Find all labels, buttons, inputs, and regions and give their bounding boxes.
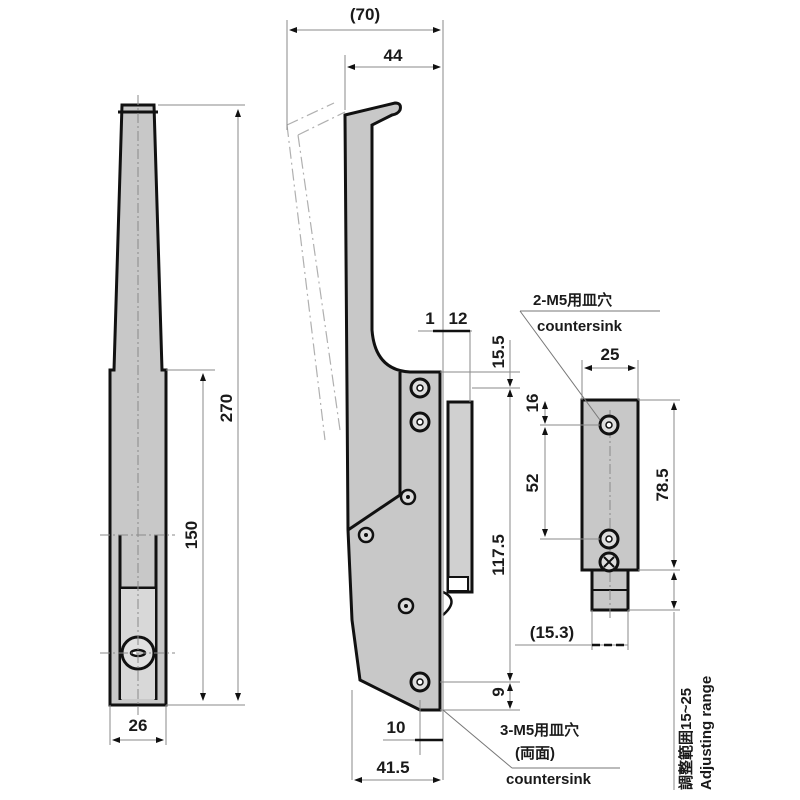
note-top-line2: countersink (537, 318, 623, 335)
phantom-open-position (286, 102, 346, 441)
adjusting-range-en: Adjusting range (698, 676, 715, 790)
dim-keeper-hole-pitch: 52 (523, 474, 542, 493)
dim-keeper-height: 78.5 (653, 468, 672, 501)
side-view: 270 150 26 (100, 95, 245, 745)
note-bottom-line2: (両面) (515, 745, 555, 762)
dim-base-offset: 10 (387, 718, 406, 737)
note-bottom-line1: 3-M5用皿穴 (500, 721, 579, 739)
dim-side-lower-height: 150 (182, 521, 201, 549)
front-handle-body (343, 101, 442, 712)
lever-link (347, 493, 401, 532)
front-keeper-nut (447, 576, 469, 592)
front-mount-holes (357, 377, 431, 693)
note-bottom-line3: countersink (506, 771, 592, 788)
front-hook (442, 590, 453, 616)
dim-keeper-offset: (15.3) (530, 623, 574, 642)
dim-handle-width: 44 (384, 46, 403, 65)
dim-mount-pitch: 117.5 (489, 534, 508, 576)
dim-bottom-to-hole: 9 (489, 687, 508, 696)
dim-keeper-width: 25 (601, 345, 620, 364)
front-view: (70) 44 1 12 15.5 117.5 9 10 41.5 3-M5用皿… (286, 5, 620, 788)
dim-side-width: 26 (129, 716, 148, 735)
keeper-view: 25 16 52 78.5 調整範囲15~25 Adjusting range … (515, 291, 715, 790)
dim-top-to-hole: 15.5 (489, 335, 508, 368)
dim-offset-1: 1 (425, 309, 434, 328)
dim-base-width: 41.5 (376, 758, 409, 777)
side-slot-walls (118, 535, 158, 700)
front-keeper-block (446, 400, 474, 594)
dim-keeper-top-to-hole: 16 (523, 394, 542, 413)
note-top-line1: 2-M5用皿穴 (533, 291, 612, 309)
dim-offset-12: 12 (449, 309, 468, 328)
dim-overall-width: (70) (350, 5, 380, 24)
dim-side-height: 270 (217, 394, 236, 422)
adjusting-range-jp: 調整範囲15~25 (677, 688, 695, 790)
